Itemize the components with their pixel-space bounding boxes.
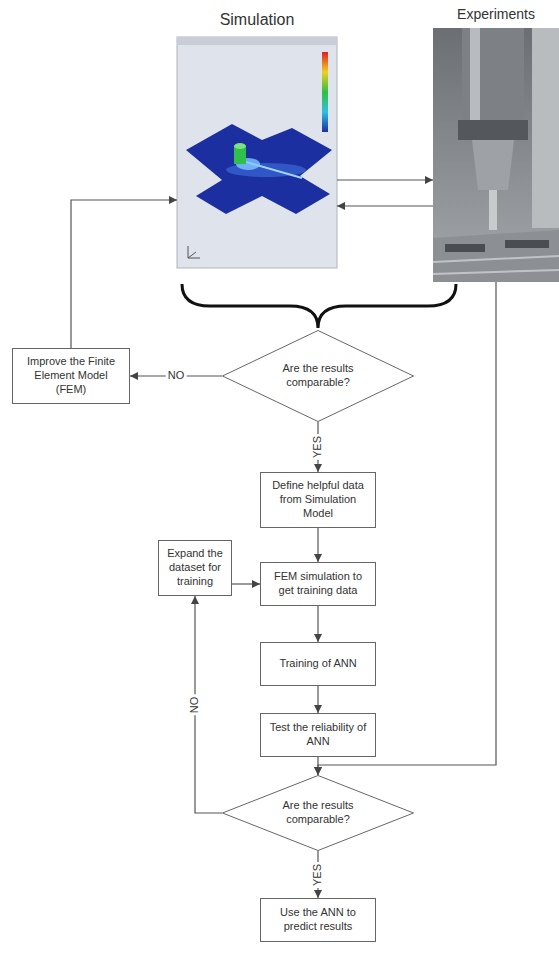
illustration-panel: Experiments: [433, 4, 559, 282]
flow-connector: [317, 686, 318, 713]
process-box: Improve the Finite Element Model (FEM): [12, 348, 130, 404]
node-text: FEM simulation to get training data: [267, 570, 369, 598]
flow-connector: [317, 528, 318, 562]
curly-bracket: [182, 284, 456, 328]
process-box: Expand the dataset for training: [158, 540, 232, 596]
experiment-photo: [433, 28, 559, 282]
flow-connector: [337, 205, 433, 206]
process-box: Define helpful data from Simulation Mode…: [260, 472, 376, 528]
edge-label: YES: [311, 861, 324, 887]
process-box: FEM simulation to get training data: [260, 562, 376, 606]
illustration-panel: Simulation: [177, 8, 337, 268]
decision-diamond: Are the results comparable?: [222, 775, 414, 851]
panel-heading: Experiments: [433, 6, 559, 24]
node-text: Training of ANN: [279, 657, 356, 671]
simulation-screenshot: [177, 37, 337, 268]
node-text: Improve the Finite Element Model (FEM): [19, 355, 123, 396]
node-text: Expand the dataset for training: [165, 547, 225, 588]
edge-label: NO: [188, 694, 201, 715]
edge-label: YES: [311, 434, 324, 460]
process-box: Use the ANN to predict results: [260, 898, 376, 942]
process-box: Training of ANN: [260, 642, 376, 686]
flow-connector: [337, 179, 433, 180]
process-box: Test the reliability of ANN: [260, 713, 376, 757]
node-text: Use the ANN to predict results: [267, 906, 369, 934]
panel-heading: Simulation: [177, 10, 337, 30]
flow-connector: [71, 200, 177, 348]
node-text: Are the results comparable?: [263, 799, 373, 827]
flow-connector: [317, 606, 318, 642]
decision-diamond: Are the results comparable?: [222, 330, 414, 422]
node-text: Are the results comparable?: [263, 362, 373, 390]
flow-connector: [232, 583, 260, 584]
edge-label: NO: [166, 369, 187, 382]
node-text: Define helpful data from Simulation Mode…: [267, 479, 369, 520]
node-text: Test the reliability of ANN: [267, 721, 369, 749]
